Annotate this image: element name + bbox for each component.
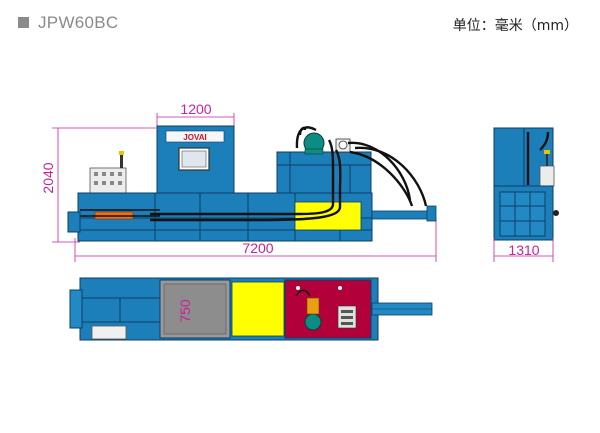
hydraulic-tank bbox=[276, 151, 372, 194]
height-dimension: 2040 bbox=[40, 127, 156, 243]
side-width-dimension: 1310 bbox=[493, 238, 554, 262]
top-view: 750 bbox=[69, 277, 433, 341]
hopper-width-label: 1200 bbox=[180, 101, 211, 117]
hydraulic-panel bbox=[284, 279, 372, 339]
top-motor-icon bbox=[304, 313, 322, 331]
side-control-box bbox=[539, 165, 555, 187]
brand-logo: JOVAI bbox=[183, 133, 206, 142]
side-view: 1310 bbox=[493, 127, 559, 262]
control-box bbox=[89, 151, 127, 195]
front-view: 1200 2040 7200 bbox=[40, 101, 437, 262]
logo-plate bbox=[165, 130, 225, 143]
length-label: 7200 bbox=[242, 240, 273, 256]
header-square-icon bbox=[18, 17, 29, 28]
hydraulic-hoses bbox=[150, 126, 428, 222]
length-dimension: 7200 bbox=[74, 218, 437, 262]
top-door bbox=[69, 289, 83, 329]
side-width-label: 1310 bbox=[508, 242, 539, 258]
unit-label: 单位：毫米（mm） bbox=[452, 18, 578, 34]
hopper-width-dimension: 1200 bbox=[156, 101, 235, 126]
height-label: 2040 bbox=[40, 162, 56, 193]
top-control-box bbox=[91, 325, 127, 340]
bale-door bbox=[67, 211, 81, 233]
top-compression-chamber bbox=[231, 281, 285, 337]
top-opening-label: 750 bbox=[177, 299, 193, 323]
piston-rod bbox=[371, 210, 431, 220]
model-title: JPW60BC bbox=[38, 13, 119, 32]
pump-icon bbox=[306, 297, 320, 315]
